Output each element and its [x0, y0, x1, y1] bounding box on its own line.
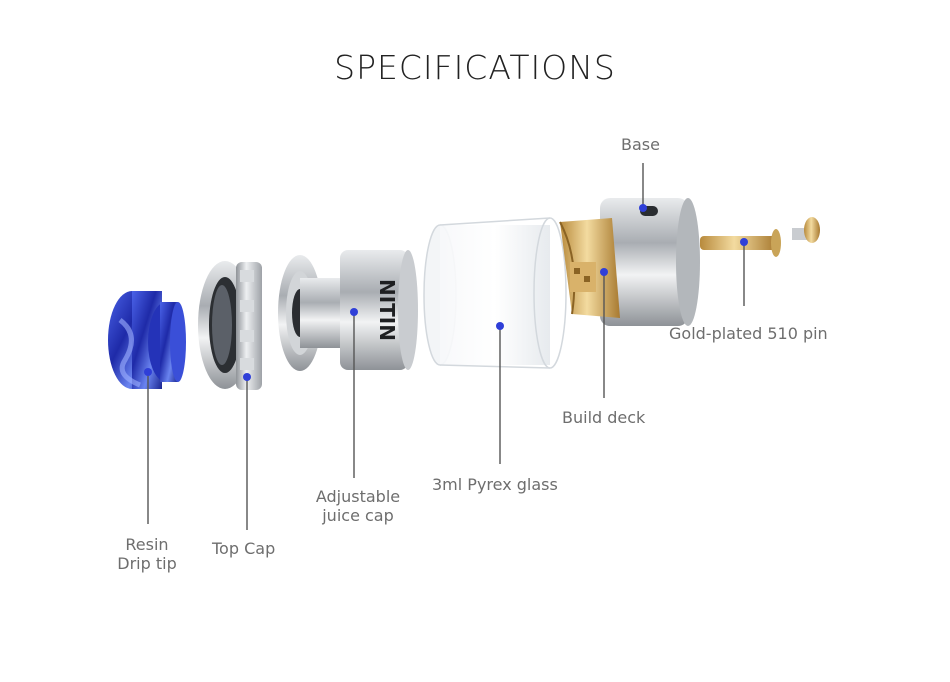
label-juice-cap: Adjustable juice cap [300, 487, 416, 525]
resin-drip-tip-part [108, 291, 186, 389]
label-base: Base [621, 135, 660, 154]
leader-lines [147, 163, 745, 530]
juice-cap-part: NITIN [278, 250, 418, 371]
label-juice-cap-line2: juice cap [322, 506, 394, 525]
callout-dots [144, 204, 748, 381]
label-build-deck: Build deck [562, 408, 646, 427]
label-gold-pin: Gold-plated 510 pin [669, 324, 828, 343]
label-drip-tip-line1: Resin [125, 535, 169, 554]
engraving-text: NITIN [375, 279, 399, 341]
label-top-cap: Top Cap [212, 539, 276, 558]
label-drip-tip-line2: Drip tip [117, 554, 177, 573]
label-drip-tip: Resin Drip tip [104, 535, 190, 573]
label-pyrex-glass: 3ml Pyrex glass [432, 475, 558, 494]
top-cap-part [198, 261, 262, 390]
build-deck-base-part [559, 198, 700, 326]
label-juice-cap-line1: Adjustable [315, 487, 401, 506]
page-title: SPECIFICATIONS [334, 48, 616, 87]
pyrex-glass-part [423, 217, 567, 369]
gold-510-pin-part [700, 217, 820, 257]
